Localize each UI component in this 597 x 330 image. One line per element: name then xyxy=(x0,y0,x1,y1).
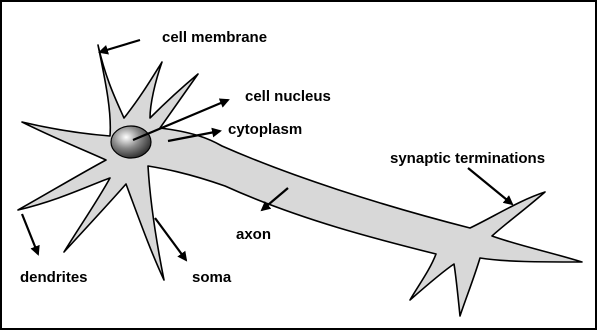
label-synaptic-terminations: synaptic terminations xyxy=(390,150,545,167)
label-soma: soma xyxy=(192,269,232,286)
cell-nucleus xyxy=(111,126,151,158)
label-cell-nucleus: cell nucleus xyxy=(245,88,331,105)
label-cell-membrane: cell membrane xyxy=(162,29,267,46)
label-dendrites: dendrites xyxy=(20,269,88,286)
label-cytoplasm: cytoplasm xyxy=(228,121,302,138)
label-axon: axon xyxy=(236,226,271,243)
